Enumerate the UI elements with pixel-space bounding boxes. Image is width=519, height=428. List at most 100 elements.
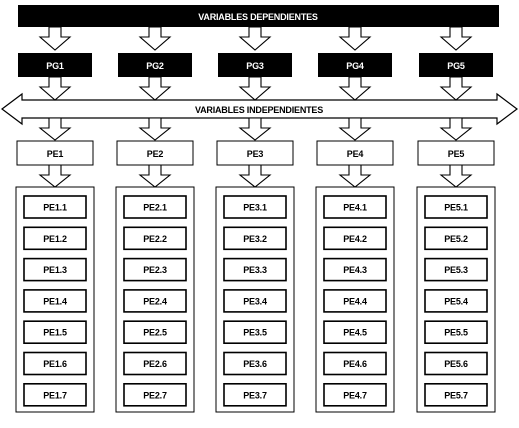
pe3-item-box	[223, 351, 287, 376]
pe2-item-label: PE2.3	[143, 265, 167, 275]
pe4-item-label: PE4.5	[343, 328, 367, 338]
pe2-item-label: PE2.6	[143, 359, 167, 369]
arrow-pe3-to-items	[238, 164, 272, 188]
pe5-item-label: PE5.2	[444, 234, 468, 244]
pe2-item-box	[123, 351, 187, 376]
pe3-item-box	[223, 289, 287, 313]
pg1-label: PG1	[46, 61, 64, 71]
pe4-item-box	[323, 289, 387, 313]
arrow-pe1-to-items	[38, 164, 72, 188]
pe1-box	[16, 140, 94, 166]
arrow-pg1-to-band	[38, 76, 72, 101]
arrow-header-to-pg4	[338, 26, 372, 51]
pe4-item-box	[323, 226, 387, 251]
pg4-label: PG4	[346, 61, 364, 71]
arrow-pg4-to-band	[338, 76, 372, 101]
pg1-box	[18, 53, 92, 77]
pe3-item-label: PE3.3	[243, 265, 267, 275]
arrow-header-to-pg1	[38, 26, 72, 51]
pe1-item-label: PE1.5	[43, 328, 67, 338]
pe5-item-label: PE5.4	[444, 296, 468, 306]
pe2-item-label: PE2.5	[143, 328, 167, 338]
pe5-item-label: PE5.6	[444, 359, 468, 369]
arrow-pg5-to-band	[439, 76, 473, 101]
pe3-item-label: PE3.1	[243, 203, 267, 213]
pe2-item-box	[123, 195, 187, 219]
pe1-item-label: PE1.7	[43, 390, 67, 400]
pe3-item-box	[223, 257, 287, 282]
pe3-item-label: PE3.7	[243, 390, 267, 400]
pe2-item-box	[123, 320, 187, 345]
pg4-box	[318, 53, 392, 77]
pe5-item-box	[424, 320, 488, 345]
pe2-item-label: PE2.1	[143, 203, 167, 213]
pe1-item-box	[23, 289, 87, 313]
pe3-item-box	[223, 226, 287, 251]
pe1-item-label: PE1.3	[43, 265, 67, 275]
pe3-item-box	[223, 382, 287, 407]
pe1-item-label: PE1.6	[43, 359, 67, 369]
independent-variables-band	[1, 92, 518, 126]
pe3-item-box	[223, 195, 287, 219]
pe1-item-box	[23, 226, 87, 251]
pe3-item-box	[223, 320, 287, 345]
pe4-item-label: PE4.6	[343, 359, 367, 369]
pe4-item-label: PE4.4	[343, 296, 367, 306]
pe2-box	[116, 140, 194, 166]
pe1-item-label: PE1.2	[43, 234, 67, 244]
pe5-item-label: PE5.3	[444, 265, 468, 275]
pe2-item-box	[123, 226, 187, 251]
pe5-item-label: PE5.5	[444, 328, 468, 338]
pe3-label: PE3	[247, 149, 264, 159]
pe2-label: PE2	[147, 149, 164, 159]
arrow-band-to-pe4	[338, 117, 372, 141]
pe4-item-box	[323, 382, 387, 407]
dependent-variables-bar	[18, 5, 499, 27]
columns-layer: PG1PE1PE1.1PE1.2PE1.3PE1.4PE1.5PE1.6PE1.…	[15, 26, 496, 413]
pe4-item-box	[323, 320, 387, 345]
pe5-item-box	[424, 195, 488, 219]
pg5-label: PG5	[447, 61, 465, 71]
pg5-box	[419, 53, 493, 77]
pe3-item-label: PE3.5	[243, 328, 267, 338]
pe2-item-label: PE2.7	[143, 390, 167, 400]
pe2-item-box	[123, 289, 187, 313]
pe5-item-label: PE5.1	[444, 203, 468, 213]
pe4-item-box	[323, 195, 387, 219]
arrow-band-to-pe1	[38, 117, 72, 141]
pe4-item-label: PE4.7	[343, 390, 367, 400]
arrow-pg3-to-band	[238, 76, 272, 101]
pe1-item-label: PE1.4	[43, 296, 67, 306]
pe5-label: PE5	[448, 149, 465, 159]
pe2-item-box	[123, 257, 187, 282]
pe1-item-box	[23, 320, 87, 345]
pe4-item-box	[323, 351, 387, 376]
pe5-item-box	[424, 351, 488, 376]
pe1-item-box	[23, 195, 87, 219]
dependent-variables-title: VARIABLES DEPENDIENTES	[198, 12, 318, 22]
pe5-item-label: PE5.7	[444, 390, 468, 400]
arrow-header-to-pg3	[238, 26, 272, 51]
pe3-item-label: PE3.6	[243, 359, 267, 369]
pe4-item-label: PE4.1	[343, 203, 367, 213]
pe3-item-label: PE3.2	[243, 234, 267, 244]
pe1-item-label: PE1.1	[43, 203, 67, 213]
pe5-item-box	[424, 226, 488, 251]
pe1-label: PE1	[47, 149, 64, 159]
arrow-pe2-to-items	[138, 164, 172, 188]
arrow-band-to-pe5	[439, 117, 473, 141]
pe5-item-box	[424, 257, 488, 282]
pe3-item-label: PE3.4	[243, 296, 267, 306]
arrow-pe5-to-items	[439, 164, 473, 188]
pe5-item-box	[424, 289, 488, 313]
independent-variables-title: VARIABLES INDEPENDIENTES	[195, 105, 323, 115]
pe1-item-box	[23, 351, 87, 376]
pe5-item-box	[424, 382, 488, 407]
arrow-pg2-to-band	[138, 76, 172, 101]
arrow-header-to-pg5	[439, 26, 473, 51]
pg2-label: PG2	[146, 61, 164, 71]
pe4-item-label: PE4.2	[343, 234, 367, 244]
arrow-header-to-pg2	[138, 26, 172, 51]
pe4-label: PE4	[347, 149, 364, 159]
